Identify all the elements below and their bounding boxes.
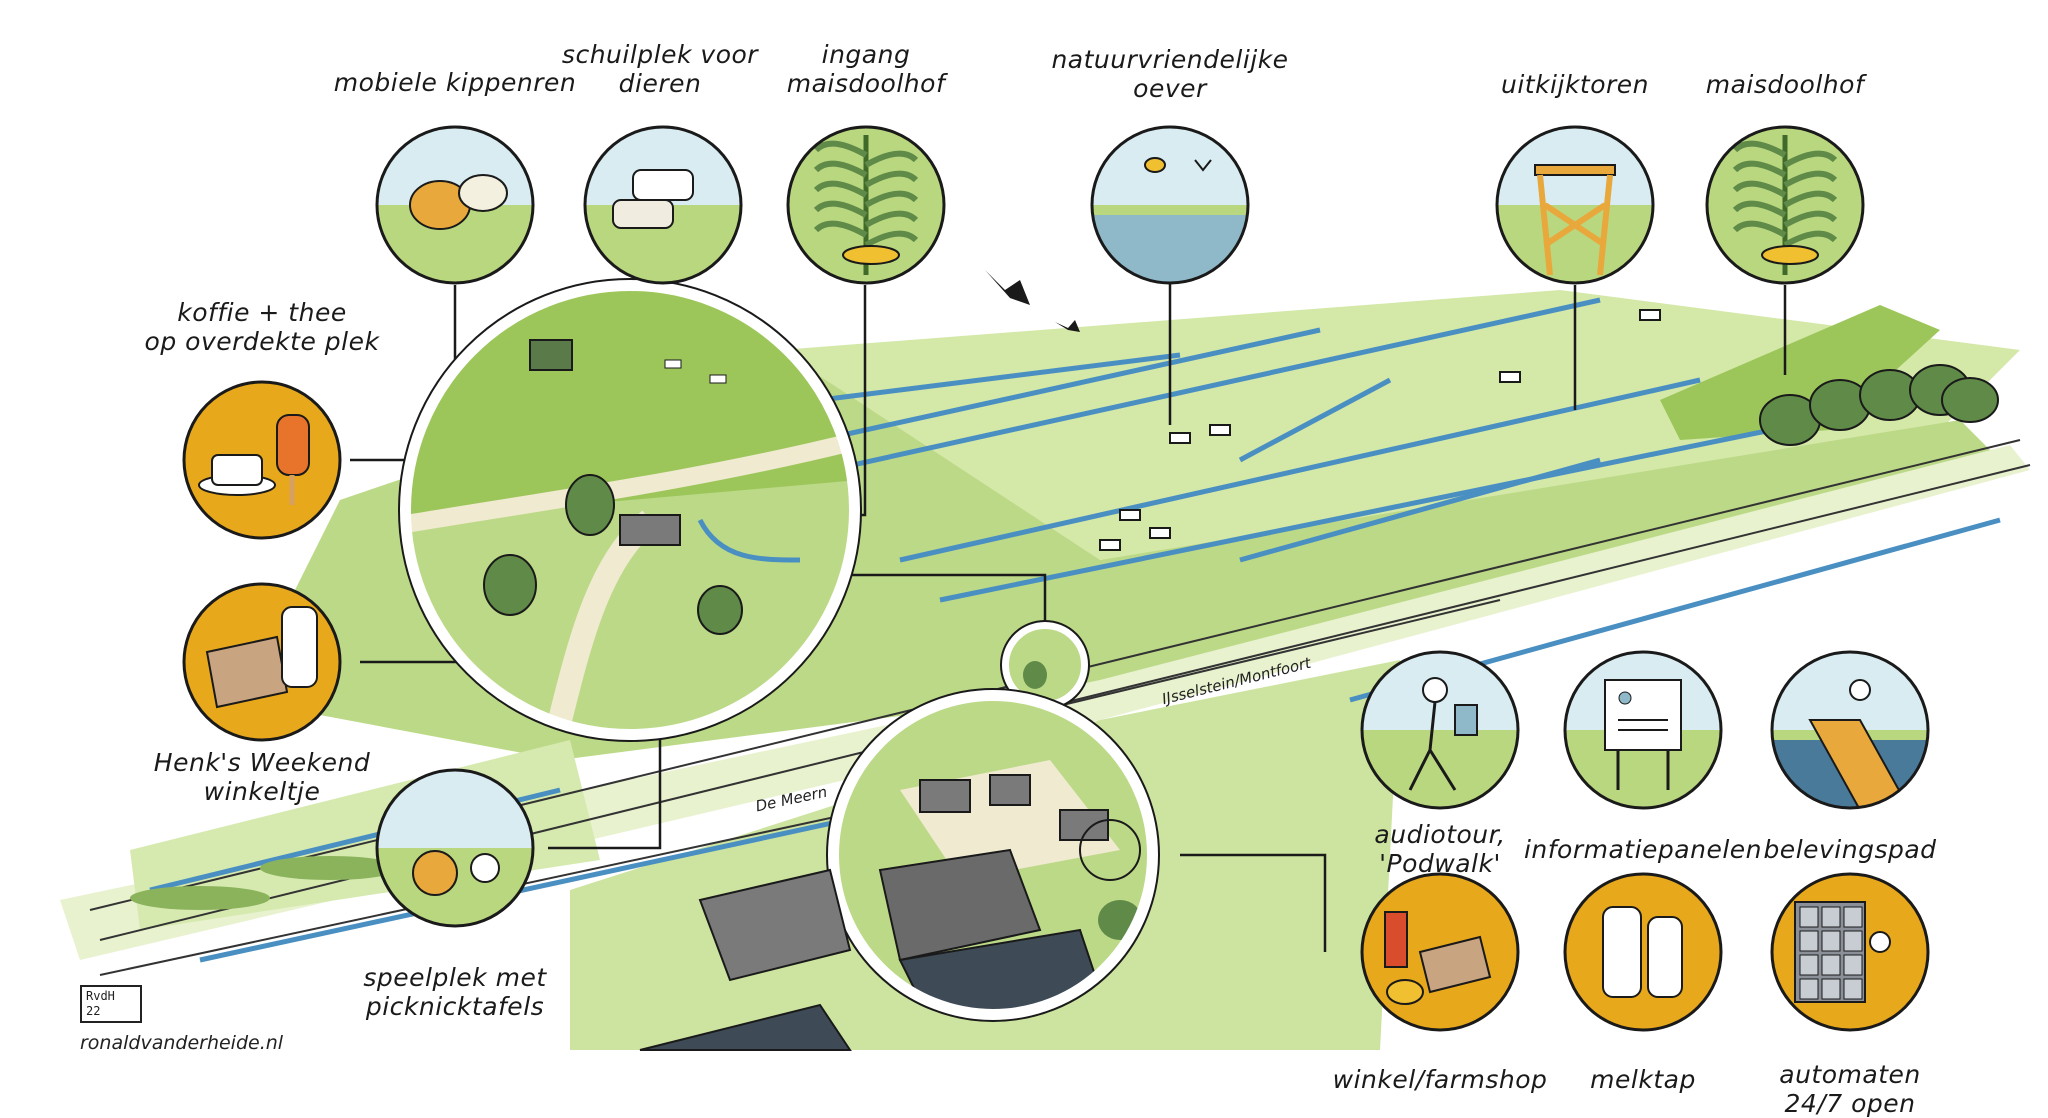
barns-foreground <box>639 868 852 1051</box>
corn-maze-icon <box>1705 125 1865 285</box>
tree-cluster <box>1759 364 1999 446</box>
farmshop-icon <box>1360 872 1520 1032</box>
field-far <box>700 290 2020 560</box>
playground-icon <box>375 768 535 928</box>
ditches <box>149 297 2001 963</box>
audiotour-icon <box>1360 650 1520 810</box>
label-audiotour: audiotour,'Podwalk' <box>1374 820 1506 878</box>
experience-path-icon <box>1770 650 1930 810</box>
maze-entrance-icon <box>786 125 946 285</box>
corn-field <box>1660 305 1940 440</box>
cows <box>1099 309 1661 551</box>
vending-machine-icon <box>1770 872 1930 1032</box>
label-lookout-tower: uitkijktoren <box>1500 70 1650 99</box>
weekend-shop-icon <box>182 582 342 742</box>
label-experience-path: belevingspad <box>1763 835 1937 864</box>
zoom-circle-small <box>1000 620 1090 710</box>
coffee-icon <box>182 380 342 540</box>
label-mobile-chicken-coop: mobiele kippenren <box>333 68 577 97</box>
nature-bank-icon <box>1090 125 1250 285</box>
signature-stamp: RvdH 22 <box>80 985 142 1023</box>
milk-tap-icon <box>1563 872 1723 1032</box>
zoom-circle-farmyard <box>398 278 862 742</box>
credit-text: ronaldvanderheide.nl <box>80 1032 284 1054</box>
label-farmshop: winkel/farmshop <box>1332 1065 1548 1094</box>
chicken-coop-icon <box>375 125 535 285</box>
lookout-tower-icon <box>1495 125 1655 285</box>
label-corn-maze: maisdoolhof <box>1705 70 1865 99</box>
animal-shelter-icon <box>583 125 743 285</box>
info-panel-icon <box>1563 650 1723 810</box>
label-info-panels: informatiepanelen <box>1523 835 1763 864</box>
label-milk-tap: melktap <box>1590 1065 1696 1094</box>
zoom-circle-farm-buildings <box>826 688 1160 1022</box>
bird-icon <box>985 270 1080 332</box>
